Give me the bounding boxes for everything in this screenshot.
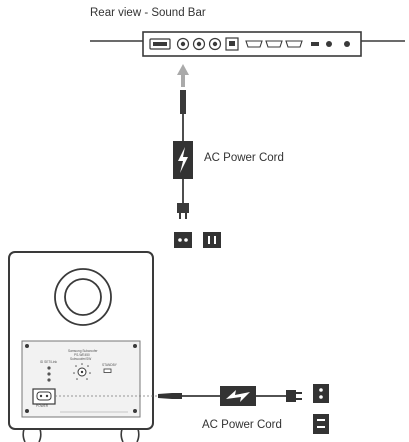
outlet-flat-vertical-icon bbox=[313, 414, 329, 434]
top-cord-plug-connector bbox=[180, 90, 186, 114]
bottom-cord-label: AC Power Cord bbox=[202, 419, 282, 431]
power-inlet-icon bbox=[36, 391, 52, 401]
panel-brand-text: Samsung Subwoofer bbox=[68, 349, 98, 353]
bottom-plug-prong-1 bbox=[296, 392, 302, 394]
jack-2-core bbox=[196, 41, 202, 47]
panel-screw-tl-icon bbox=[25, 344, 29, 348]
button-2-icon bbox=[344, 41, 350, 47]
top-plug-prong-1 bbox=[179, 213, 181, 219]
bottom-power-cord bbox=[55, 384, 329, 434]
jack-3-core bbox=[212, 41, 218, 47]
bottom-cord-plug-connector bbox=[158, 393, 182, 399]
volume-dial-center bbox=[80, 370, 84, 374]
panel-screw-bl-icon bbox=[25, 409, 29, 413]
top-plug-prong-2 bbox=[185, 213, 187, 219]
outlet-vertical-hole-1 bbox=[319, 388, 323, 392]
bottom-plug-prong-2 bbox=[296, 398, 302, 400]
sound-bar-title: Rear view - Sound Bar bbox=[90, 7, 206, 19]
hdmi-port-1-icon bbox=[245, 40, 263, 48]
standby-switch-icon bbox=[103, 368, 112, 373]
power-inlet-pin-1 bbox=[39, 394, 43, 398]
dial-tick-1 bbox=[75, 365, 77, 367]
panel-right-caption: STANDBY bbox=[102, 363, 117, 367]
dial-tick-5 bbox=[89, 372, 91, 374]
up-arrow-shaft bbox=[181, 75, 185, 87]
hdmi-port-2-icon bbox=[265, 40, 283, 48]
dial-tick-6 bbox=[76, 378, 78, 380]
panel-sub-text: Subwoofer/SW bbox=[70, 357, 92, 361]
bottom-wall-plug bbox=[286, 390, 296, 402]
subwoofer-leg-right-inner bbox=[120, 428, 124, 442]
outlet-vertical-hole-2 bbox=[319, 395, 323, 399]
usb-port-icon bbox=[311, 42, 319, 46]
lightning-bolt-icon-2 bbox=[226, 390, 250, 402]
outlet-round-vertical-icon bbox=[313, 384, 329, 403]
top-power-cord bbox=[173, 64, 221, 248]
hdmi-port-3-icon bbox=[285, 40, 303, 48]
panel-screw-tr-icon bbox=[133, 344, 137, 348]
power-inlet-pin-2 bbox=[45, 394, 49, 398]
subwoofer-leg-right bbox=[136, 428, 140, 442]
outlet-flat-icon bbox=[203, 232, 221, 248]
indicator-dot-1 bbox=[47, 366, 51, 370]
panel-power-caption: POWER bbox=[36, 404, 49, 408]
top-cord-label: AC Power Cord bbox=[204, 152, 284, 164]
lan-port-core bbox=[229, 41, 235, 46]
top-wall-plug bbox=[177, 203, 189, 213]
subwoofer-leg-left bbox=[22, 428, 26, 442]
sound-bar bbox=[90, 31, 405, 57]
dial-tick-7 bbox=[86, 378, 88, 380]
panel-model-text: PS-WE450 bbox=[74, 353, 90, 357]
indicator-dot-3 bbox=[47, 378, 51, 382]
outlet-flat-slot-2 bbox=[214, 236, 216, 244]
outlet-flat-slot-1 bbox=[208, 236, 210, 244]
lightning-bolt-icon bbox=[178, 147, 188, 173]
panel-left-caption: ID SET/Link bbox=[40, 360, 58, 364]
speaker-port-inner bbox=[64, 278, 102, 316]
outlet-vertical-slot-1 bbox=[317, 419, 325, 421]
outlet-vertical-slot-2 bbox=[317, 426, 325, 428]
dial-tick-4 bbox=[73, 372, 75, 374]
outlet-round-hole-1 bbox=[178, 238, 182, 242]
outlet-round-icon bbox=[174, 232, 192, 248]
dial-tick-3 bbox=[87, 365, 89, 367]
panel-screw-br-icon bbox=[133, 409, 137, 413]
jack-1-core bbox=[180, 41, 186, 47]
power-port-slot bbox=[153, 42, 167, 46]
indicator-dot-2 bbox=[47, 372, 51, 376]
subwoofer-leg-left-inner bbox=[38, 428, 42, 442]
outlet-round-hole-2 bbox=[184, 238, 188, 242]
up-arrow-icon bbox=[177, 64, 189, 75]
button-1-icon bbox=[326, 41, 332, 47]
subwoofer bbox=[8, 251, 154, 442]
dial-tick-2 bbox=[81, 363, 83, 365]
